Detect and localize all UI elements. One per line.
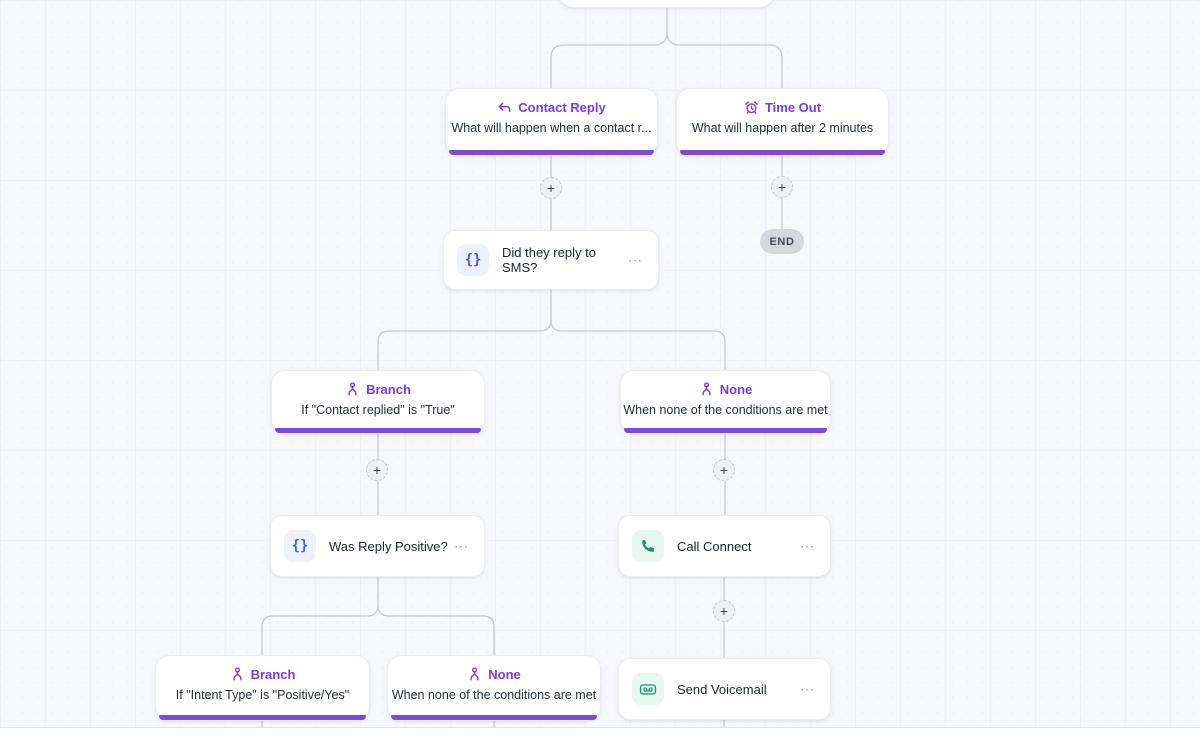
accent-bar xyxy=(391,715,597,720)
end-badge: END xyxy=(760,229,804,254)
node-subtitle: What will happen after 2 minutes xyxy=(691,121,874,135)
node-title: None xyxy=(719,382,753,397)
branch-icon xyxy=(467,667,482,682)
add-step-button[interactable]: + xyxy=(713,459,735,481)
node-call-connect[interactable]: Call Connect ⋯ xyxy=(618,515,831,577)
node-label: Call Connect xyxy=(677,538,752,554)
node-menu-button[interactable]: ⋯ xyxy=(800,538,815,554)
node-time-out[interactable]: Time Out What will happen after 2 minute… xyxy=(676,88,889,156)
branch-icon xyxy=(345,382,360,397)
node-title: Time Out xyxy=(764,100,822,115)
node-menu-button[interactable]: ⋯ xyxy=(454,538,469,554)
node-label: Was Reply Positive? xyxy=(329,538,448,554)
voicemail-icon xyxy=(632,673,664,705)
node-subtitle: When none of the conditions are met xyxy=(391,688,597,702)
braces-icon: {} xyxy=(284,530,316,562)
node-subtitle: If "Intent Type" is "Positive/Yes" xyxy=(175,688,350,702)
accent-bar xyxy=(275,428,481,433)
node-menu-button[interactable]: ⋯ xyxy=(628,252,643,268)
phone-icon xyxy=(632,530,664,562)
node-label: Send Voicemail xyxy=(677,681,767,697)
node-title: Contact Reply xyxy=(518,100,606,115)
node-label: Did they reply to SMS? xyxy=(502,245,596,275)
node-none-top[interactable]: None When none of the conditions are met xyxy=(620,370,831,434)
add-step-button[interactable]: + xyxy=(540,177,562,199)
node-none-bottom[interactable]: None When none of the conditions are met xyxy=(387,655,601,721)
node-subtitle: If "Contact replied" is "True" xyxy=(301,403,455,417)
node-contact-reply[interactable]: Contact Reply What will happen when a co… xyxy=(445,88,658,156)
add-step-button[interactable]: + xyxy=(366,459,388,481)
node-partial-top[interactable] xyxy=(558,0,775,8)
node-branch-contact-replied[interactable]: Branch If "Contact replied" is "True" xyxy=(271,370,485,434)
add-step-button[interactable]: + xyxy=(713,600,735,622)
accent-bar xyxy=(449,150,654,155)
node-send-voicemail[interactable]: Send Voicemail ⋯ xyxy=(618,658,831,720)
reply-icon xyxy=(497,100,512,115)
accent-bar xyxy=(680,150,885,155)
node-branch-intent-type[interactable]: Branch If "Intent Type" is "Positive/Yes… xyxy=(155,655,370,721)
branch-icon xyxy=(230,667,245,682)
braces-icon: {} xyxy=(457,244,489,276)
node-title: Branch xyxy=(250,667,296,682)
node-did-they-reply-to-sms[interactable]: {} Did they reply to SMS? ⋯ xyxy=(443,230,659,290)
accent-bar xyxy=(159,715,366,720)
node-subtitle: What will happen when a contact r... xyxy=(451,121,652,135)
alarm-clock-icon xyxy=(744,100,759,115)
node-subtitle: When none of the conditions are met xyxy=(623,403,828,417)
node-was-reply-positive[interactable]: {} Was Reply Positive? ⋯ xyxy=(270,515,485,577)
add-step-button[interactable]: + xyxy=(771,176,793,198)
canvas-edge xyxy=(0,727,1200,736)
branch-icon xyxy=(699,382,714,397)
node-menu-button[interactable]: ⋯ xyxy=(800,681,815,697)
accent-bar xyxy=(624,428,827,433)
node-title: None xyxy=(488,667,521,682)
node-title: Branch xyxy=(366,382,411,397)
